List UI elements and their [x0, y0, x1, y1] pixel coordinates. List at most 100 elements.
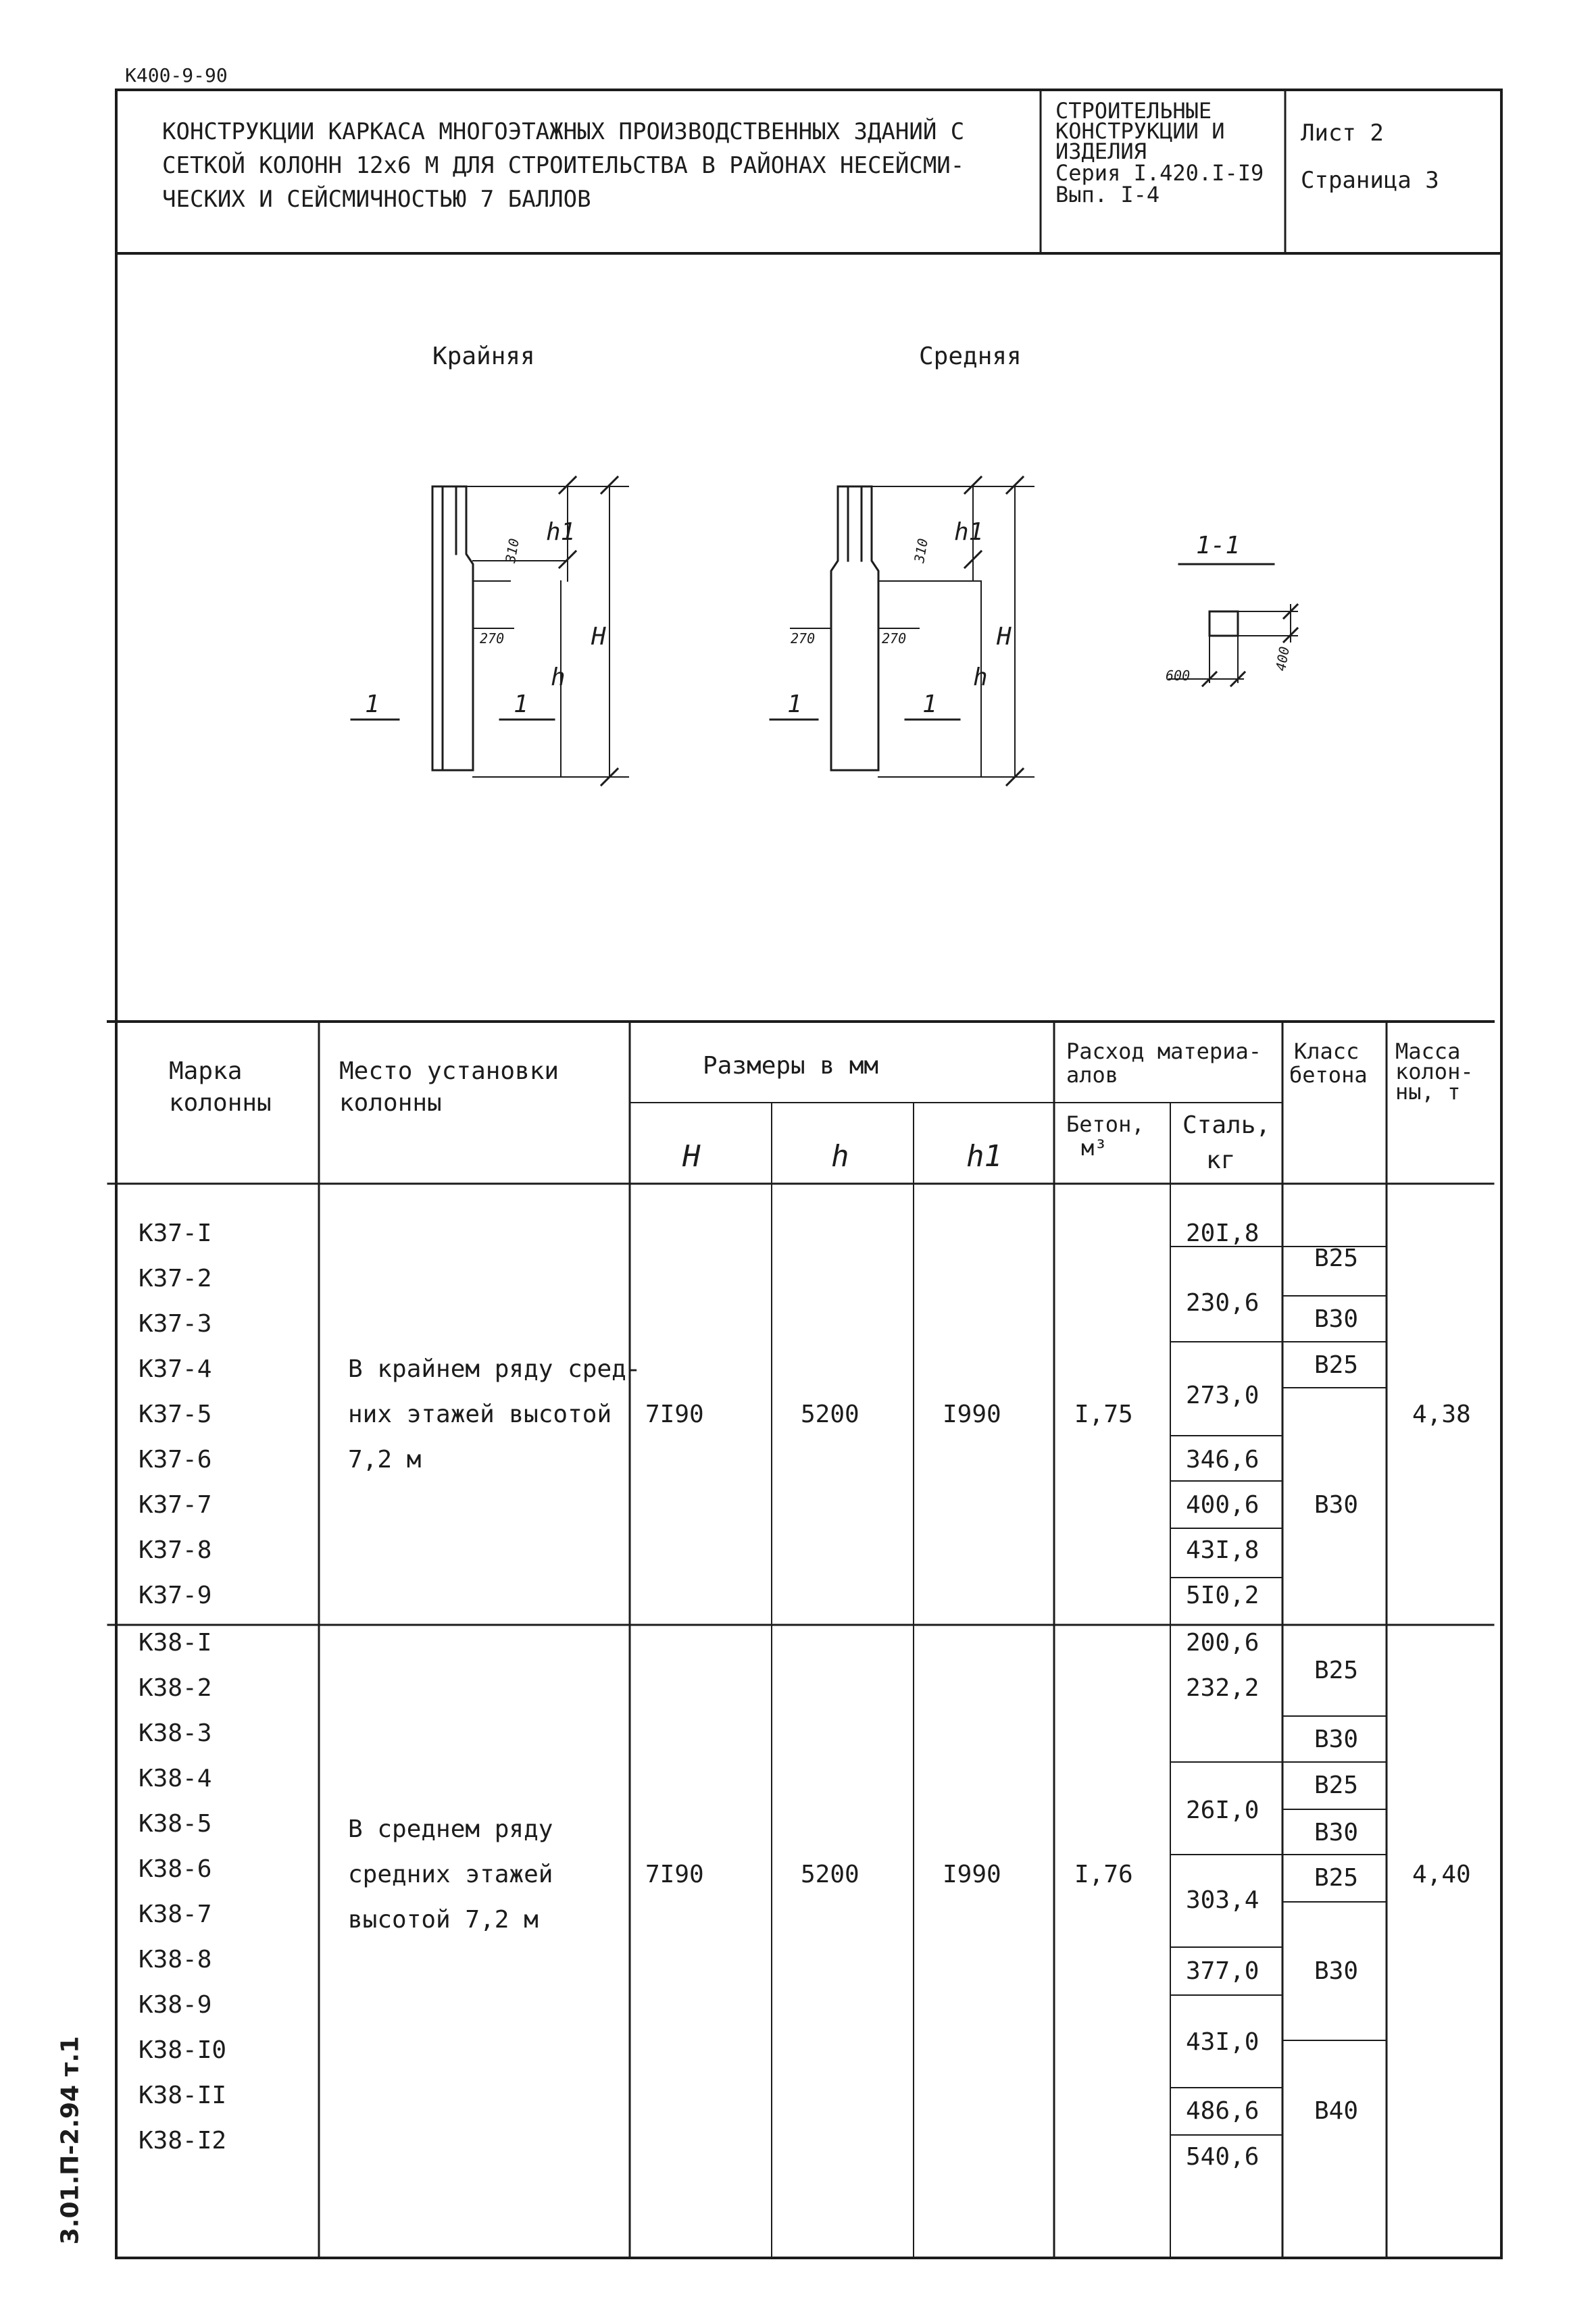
dim-400: 400 — [1272, 645, 1293, 672]
group-1-h1: I990 — [943, 1401, 1001, 1428]
table-row-mark: К38-I2 — [139, 2127, 227, 2155]
group-2-mass: 4,40 — [1412, 1861, 1471, 1888]
table-row-mark: К37-5 — [139, 1401, 212, 1428]
concrete-class: В25 — [1314, 1864, 1359, 1892]
dim-H-middle: Н — [997, 623, 1012, 651]
table-row-mark: К37-7 — [139, 1491, 212, 1519]
middle-column-drawing — [769, 475, 1034, 787]
concrete-class: В25 — [1314, 1657, 1359, 1684]
th-h1: h1 — [966, 1139, 1002, 1174]
table-row-mark: К38-7 — [139, 1901, 212, 1928]
th-class: Класс — [1294, 1038, 1360, 1064]
group-1-mass: 4,38 — [1412, 1401, 1471, 1428]
table-row-mark: К38-I — [139, 1629, 212, 1657]
dim-h-edge: h — [551, 663, 566, 691]
th-h: h — [831, 1139, 849, 1174]
table-row-mark: К38-2 — [139, 1674, 212, 1702]
category-line: КОНСТРУКЦИИ И — [1055, 118, 1225, 144]
group-1-place: них этажей высотой — [348, 1401, 612, 1428]
concrete-class: В40 — [1314, 2097, 1359, 2125]
steel-value: 43I,0 — [1186, 2028, 1260, 2056]
steel-value: 303,4 — [1186, 1886, 1260, 1914]
header-title-line: ЧЕСКИХ И СЕЙСМИЧНОСТЬЮ 7 БАЛЛОВ — [162, 186, 591, 213]
th-place: Место установки — [339, 1057, 559, 1085]
dim-h1-edge: h1 — [546, 518, 576, 546]
cut-label-middle-right: 1 — [922, 690, 937, 718]
concrete-class: В25 — [1314, 1244, 1359, 1272]
group-2-place: В среднем ряду — [348, 1815, 553, 1843]
group-2-place: высотой 7,2 м — [348, 1906, 539, 1934]
table-row-mark: К37-9 — [139, 1582, 212, 1609]
dim-h-middle: h — [973, 663, 988, 691]
steel-value: 377,0 — [1186, 1957, 1260, 1985]
table-row-mark: К37-6 — [139, 1446, 212, 1474]
table-row-mark: К38-3 — [139, 1719, 212, 1747]
category-line: ИЗДЕЛИЯ — [1055, 139, 1147, 164]
dim-310-edge: 310 — [502, 537, 523, 564]
edge-column-title: Крайняя — [432, 343, 535, 370]
steel-value: 486,6 — [1186, 2097, 1260, 2125]
issue-line: Вып. I-4 — [1055, 182, 1160, 207]
th-dims: Размеры в мм — [703, 1052, 879, 1080]
table-row-mark: К38-II — [139, 2082, 227, 2109]
th-concrete: Бетон, — [1066, 1111, 1145, 1137]
group-2-h1: I990 — [943, 1861, 1001, 1888]
group-2-place: средних этажей — [348, 1861, 553, 1888]
concrete-class: В30 — [1314, 1491, 1359, 1519]
side-stamp: 3.01.П-2.94 т.1 — [56, 2036, 84, 2245]
dim-H-edge: Н — [591, 623, 606, 651]
steel-value: 540,6 — [1186, 2143, 1260, 2171]
table-row-mark: К38-9 — [139, 1991, 212, 2019]
dim-270-edge: 270 — [480, 630, 505, 647]
group-1-concrete: I,75 — [1074, 1401, 1133, 1428]
header-title-line: СЕТКОЙ КОЛОНН 12х6 М ДЛЯ СТРОИТЕЛЬСТВА В… — [162, 152, 965, 179]
th-steel: Сталь, — [1182, 1111, 1271, 1139]
table-row-mark: К37-3 — [139, 1310, 212, 1338]
series-line: Серия I.420.I-I9 — [1055, 160, 1264, 186]
table-row-mark: К38-6 — [139, 1855, 212, 1883]
th-materials: Расход материа- — [1066, 1038, 1262, 1064]
section-label: 1-1 — [1196, 532, 1241, 559]
dim-270-middle-left: 270 — [791, 630, 816, 647]
steel-value: 43I,8 — [1186, 1536, 1260, 1564]
dim-310-middle: 310 — [911, 537, 932, 564]
section-1-1-drawing — [1168, 563, 1299, 688]
steel-value: 400,6 — [1186, 1491, 1260, 1519]
steel-value: 26I,0 — [1186, 1796, 1260, 1824]
steel-value: 5I0,2 — [1186, 1582, 1260, 1609]
dim-h1-middle: h1 — [954, 518, 984, 546]
steel-value: 232,2 — [1186, 1674, 1260, 1702]
table-row-mark: К37-2 — [139, 1265, 212, 1292]
group-1-place: В крайнем ряду сред- — [348, 1355, 641, 1383]
sheet-number: Лист 2 — [1301, 120, 1384, 147]
cut-label-middle-left: 1 — [787, 690, 802, 718]
document-code: К400-9-90 — [125, 64, 228, 86]
table-row-mark: К38-4 — [139, 1765, 212, 1792]
th-mark: Марка — [169, 1057, 243, 1085]
middle-column-title: Средняя — [919, 343, 1022, 370]
th-mass: колон- — [1395, 1059, 1474, 1084]
th-place: колонны — [339, 1089, 442, 1117]
table-row-mark: К38-8 — [139, 1946, 212, 1973]
th-H: Н — [682, 1139, 701, 1174]
th-mass: Масса — [1395, 1038, 1461, 1064]
th-materials: алов — [1066, 1062, 1119, 1088]
concrete-class: В30 — [1314, 1726, 1359, 1753]
th-concrete: м³ — [1081, 1135, 1107, 1161]
header-title-line: КОНСТРУКЦИИ КАРКАСА МНОГОЭТАЖНЫХ ПРОИЗВО… — [162, 118, 965, 145]
th-mark: колонны — [169, 1089, 272, 1117]
group-2-h: 5200 — [801, 1861, 859, 1888]
th-class: бетона — [1289, 1062, 1368, 1088]
steel-value: 273,0 — [1186, 1382, 1260, 1409]
concrete-class: В30 — [1314, 1957, 1359, 1985]
table-row-mark: К37-4 — [139, 1355, 212, 1383]
group-1-h: 5200 — [801, 1401, 859, 1428]
concrete-class: В30 — [1314, 1305, 1359, 1333]
page-number: Страница 3 — [1301, 167, 1439, 194]
concrete-class: В25 — [1314, 1771, 1359, 1799]
th-steel: кг — [1206, 1147, 1236, 1174]
table-row-mark: К38-I0 — [139, 2036, 227, 2064]
steel-value: 20I,8 — [1186, 1219, 1260, 1247]
table-row-mark: К37-I — [139, 1219, 212, 1247]
